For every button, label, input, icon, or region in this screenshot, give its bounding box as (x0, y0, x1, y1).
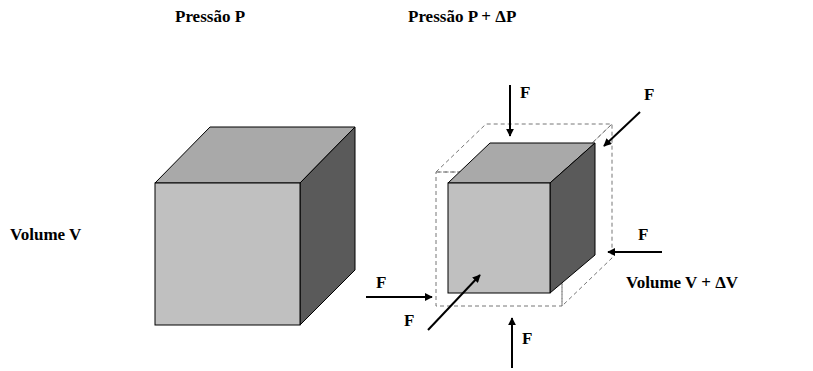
cube-original-outline (436, 124, 612, 306)
cube-initial (155, 127, 355, 325)
force-label: F (404, 312, 414, 331)
force-label: F (638, 226, 648, 245)
cube-compressed (448, 143, 595, 293)
volume-label: Volume V (10, 226, 81, 245)
force-label: F (376, 274, 386, 293)
volume-label: Volume V + ΔV (626, 274, 738, 293)
pressure-label: Pressão P (175, 8, 245, 27)
force-label: F (644, 86, 654, 105)
force-label: F (522, 330, 532, 349)
force-arrows (366, 85, 662, 368)
force-label: F (520, 84, 530, 103)
pressure-label: Pressão P + ΔP (408, 8, 516, 27)
